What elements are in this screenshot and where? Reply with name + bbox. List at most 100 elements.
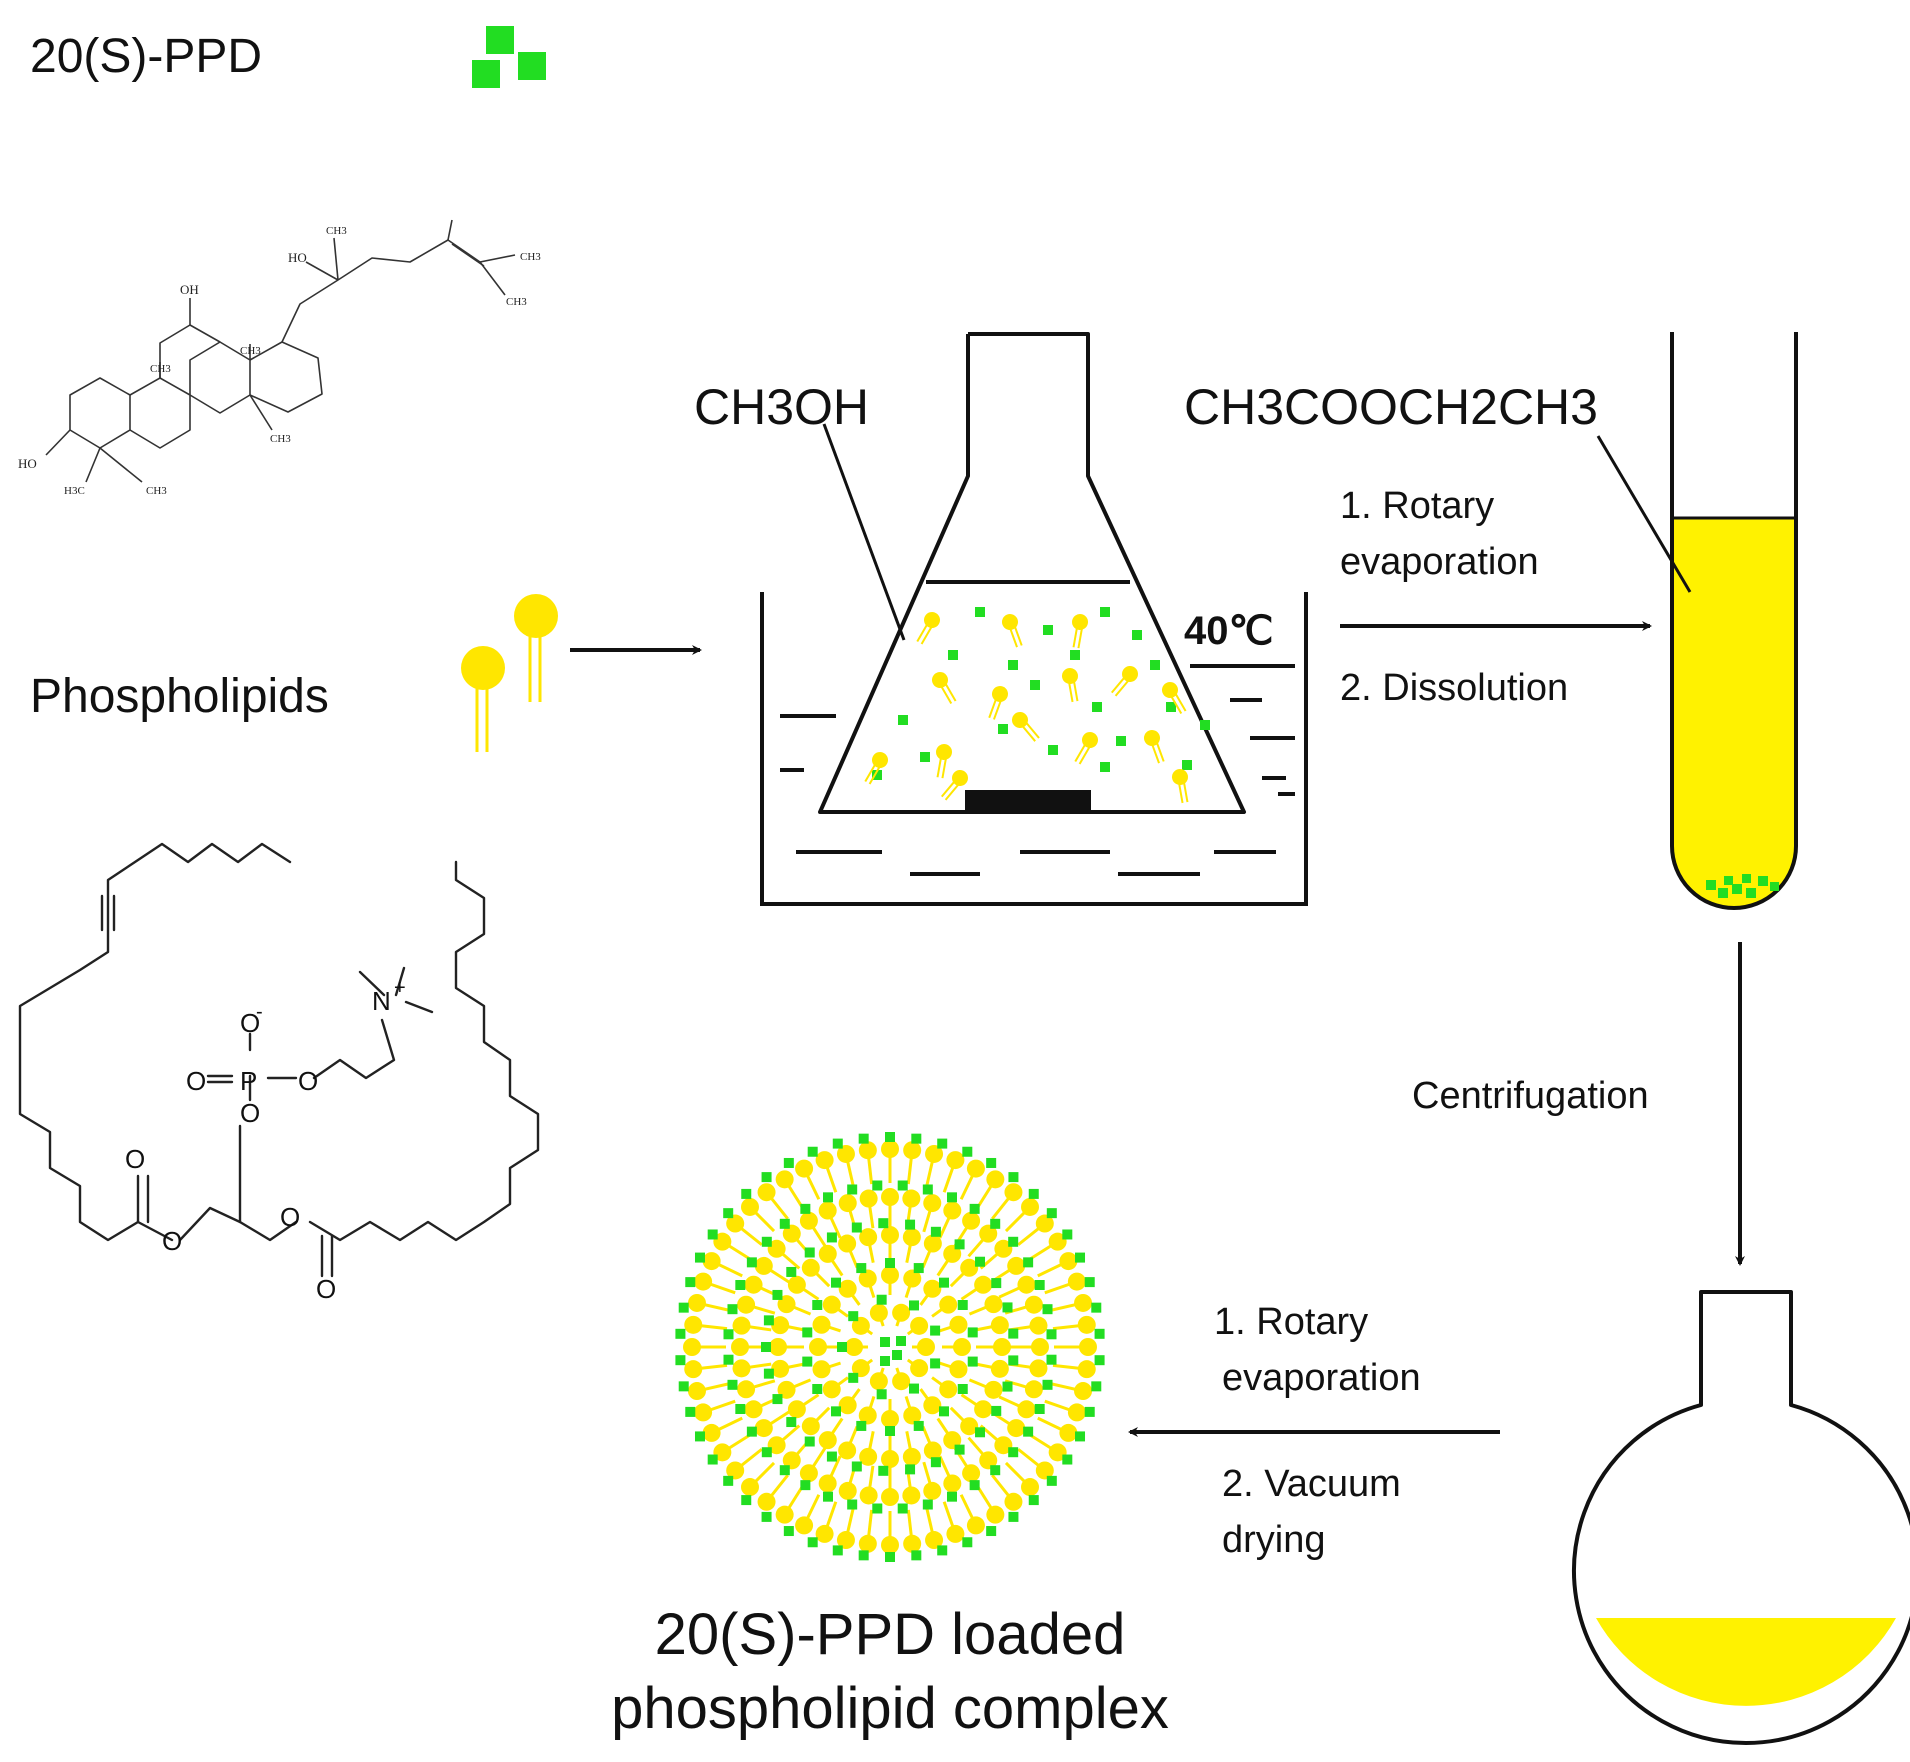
complex-drug-particle bbox=[800, 1480, 811, 1491]
complex-drug-particle bbox=[930, 1226, 941, 1237]
phospholipid-molecule bbox=[1144, 730, 1165, 764]
complex-drug-particle bbox=[1091, 1381, 1102, 1392]
complex-drug-particle bbox=[1091, 1302, 1102, 1313]
complex-lipid-head bbox=[757, 1183, 776, 1202]
complex-lipid-head bbox=[881, 1488, 899, 1506]
complex-lipid-head bbox=[953, 1338, 971, 1356]
complex-drug-particle bbox=[872, 1503, 883, 1514]
complex-drug-particle bbox=[922, 1184, 933, 1195]
complex-drug-particle bbox=[707, 1229, 718, 1240]
complex-drug-particle bbox=[897, 1503, 908, 1514]
drug-icon bbox=[472, 26, 546, 88]
complex-drug-particle bbox=[897, 1180, 908, 1191]
complex-lipid-head bbox=[845, 1338, 863, 1356]
complex-lipid-head bbox=[859, 1189, 878, 1208]
complex-lipid-head bbox=[966, 1516, 985, 1535]
complex-lipid-head bbox=[782, 1224, 801, 1243]
complex-lipid-head bbox=[1021, 1478, 1040, 1497]
ppd-atom-ch3-g: CH3 bbox=[146, 485, 167, 497]
complex-lipid-head bbox=[769, 1338, 787, 1356]
complex-lipid-head bbox=[923, 1279, 942, 1298]
complex-drug-particle bbox=[741, 1188, 752, 1199]
test-tube bbox=[1670, 332, 1798, 910]
complex-drug-particle bbox=[831, 1406, 842, 1417]
complex-lipid-head bbox=[782, 1451, 801, 1470]
complex-drug-particle bbox=[872, 1180, 883, 1191]
complex-lipid-head bbox=[767, 1436, 786, 1455]
complex-lipid-head bbox=[732, 1359, 751, 1378]
drug-particle bbox=[1043, 625, 1053, 635]
complex-lipid-head bbox=[683, 1338, 701, 1356]
complex-lipid-head bbox=[993, 1338, 1011, 1356]
complex-lipid-head bbox=[744, 1275, 763, 1294]
complex-drug-particle bbox=[761, 1342, 771, 1352]
ppd-atom-ch3-e: CH3 bbox=[240, 345, 261, 357]
complex-lipid-head bbox=[902, 1228, 921, 1247]
complex-lipid-head bbox=[1067, 1403, 1086, 1422]
complex-drug-particle bbox=[967, 1356, 978, 1367]
complex-lipid-head bbox=[767, 1239, 786, 1258]
complex-drug-particle bbox=[930, 1358, 941, 1369]
solvent-leader-methanol bbox=[822, 423, 906, 641]
complex-lipid-head bbox=[1077, 1360, 1096, 1379]
complex-lipid-head bbox=[1007, 1419, 1026, 1438]
complex-drug-particle bbox=[1023, 1257, 1034, 1268]
complex-lipid-head bbox=[838, 1481, 857, 1500]
complex-drug-particle bbox=[826, 1232, 837, 1243]
complex-drug-particle bbox=[1008, 1447, 1019, 1458]
complex-drug-particle bbox=[967, 1327, 978, 1338]
complex-drug-particle bbox=[946, 1192, 957, 1203]
complex-lipid-head bbox=[949, 1315, 968, 1334]
complex-drug-particle bbox=[675, 1355, 686, 1366]
complex-lipid-head bbox=[966, 1159, 985, 1178]
phospholipid-molecule bbox=[1002, 614, 1023, 648]
complex-lipid-head bbox=[1024, 1295, 1043, 1314]
pc-atom-p: P bbox=[240, 1066, 257, 1096]
erlenmeyer-flask bbox=[818, 332, 1246, 814]
complex-drug-particle bbox=[761, 1511, 772, 1522]
complex-lipid-head bbox=[801, 1417, 820, 1436]
step3-arrow-label-line2: evaporation bbox=[1222, 1357, 1421, 1399]
complex-lipid-head bbox=[892, 1372, 911, 1391]
pc-charge-minus: - bbox=[256, 1001, 263, 1023]
complex-drug-particle bbox=[802, 1327, 813, 1338]
drug-particle bbox=[1200, 720, 1210, 730]
complex-lipid-head bbox=[1017, 1400, 1036, 1419]
complex-drug-particle bbox=[946, 1491, 957, 1502]
complex-lipid-head bbox=[1029, 1316, 1048, 1335]
complex-drug-particle bbox=[761, 1236, 772, 1247]
complex-lipid-head bbox=[974, 1275, 993, 1294]
complex-drug-particle bbox=[880, 1356, 890, 1366]
complex-lipid-head bbox=[986, 1505, 1005, 1524]
complex-lipid-head bbox=[838, 1279, 857, 1298]
complex-lipid-head bbox=[737, 1295, 756, 1314]
complex-drug-particle bbox=[779, 1218, 790, 1229]
complex-drug-particle bbox=[1008, 1511, 1019, 1522]
complex-lipid-head bbox=[1067, 1272, 1086, 1291]
complex-lipid-head bbox=[684, 1360, 703, 1379]
complex-lipid-head bbox=[1035, 1461, 1054, 1480]
complex-drug-particle bbox=[761, 1447, 772, 1458]
complex-lipid-head bbox=[851, 1316, 870, 1335]
phospholipid-molecule bbox=[864, 752, 888, 785]
complex-lipid-head bbox=[858, 1534, 877, 1553]
complex-lipid-head bbox=[731, 1338, 749, 1356]
complex-drug-particle bbox=[1046, 1329, 1057, 1340]
complex-drug-particle bbox=[807, 1146, 818, 1157]
complex-drug-particle bbox=[741, 1495, 752, 1506]
complex-drug-particle bbox=[962, 1146, 973, 1157]
drug-particle bbox=[948, 650, 958, 660]
pc-atom-o2: O bbox=[162, 1226, 182, 1256]
complex-lipid-head bbox=[902, 1447, 921, 1466]
complex-drug-particle bbox=[694, 1431, 705, 1442]
complex-drug-particle bbox=[823, 1491, 834, 1502]
step3-arrow-label-line1: 1. Rotary bbox=[1214, 1301, 1368, 1343]
complex-lipid-head bbox=[881, 1140, 899, 1158]
phospholipid-molecule bbox=[936, 744, 952, 779]
phospholipid-molecule bbox=[1072, 614, 1088, 649]
drug-particle bbox=[1070, 650, 1080, 660]
complex-drug-particle bbox=[735, 1280, 746, 1291]
complex-drug-particle bbox=[930, 1325, 941, 1336]
complex-lipid-head bbox=[795, 1159, 814, 1178]
drug-particle bbox=[1116, 736, 1126, 746]
